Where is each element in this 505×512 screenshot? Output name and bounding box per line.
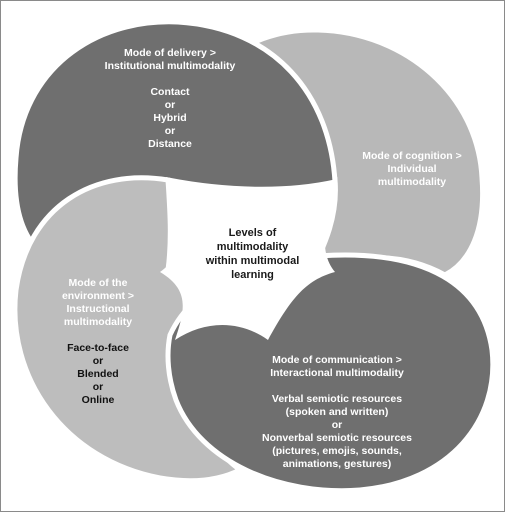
environment-item-blended: Blended — [77, 368, 119, 380]
environment-title-line-4: multimodality — [63, 316, 133, 328]
cognition-title-line-3: multimodality — [377, 176, 447, 188]
delivery-label: Mode of delivery > Institutional multimo… — [80, 47, 260, 151]
center-line-1: Levels of — [228, 227, 277, 239]
delivery-item-hybrid: Hybrid — [153, 112, 187, 124]
environment-item-online: Online — [81, 394, 115, 406]
environment-title-line-2: environment > — [61, 290, 135, 302]
communication-item-verbal: Verbal semiotic resources — [271, 393, 403, 405]
environment-label: Mode of the environment > Instructional … — [38, 277, 158, 407]
center-line-4: learning — [231, 269, 274, 281]
environment-title-line-3: Instructional — [66, 303, 130, 315]
delivery-title-line-2: Institutional multimodality — [104, 60, 236, 72]
center-line-3: within multimodal — [205, 255, 300, 267]
delivery-item-or-2: or — [164, 125, 176, 137]
communication-item-nonverbal: Nonverbal semiotic resources — [262, 432, 412, 444]
delivery-title-line-1: Mode of delivery > — [124, 47, 216, 59]
environment-title-line-1: Mode of the — [68, 277, 128, 289]
communication-item-nonverbal-detail-1: (pictures, emojis, sounds, — [272, 445, 402, 457]
center-area — [160, 180, 335, 340]
environment-item-or-1: or — [92, 355, 104, 367]
delivery-item-distance: Distance — [148, 138, 192, 150]
delivery-item-contact: Contact — [150, 86, 190, 98]
center-label: Levels of multimodality within multimoda… — [195, 226, 310, 282]
communication-item-nonverbal-detail-2: animations, gestures) — [282, 458, 392, 470]
communication-item-or: or — [331, 419, 343, 431]
communication-label: Mode of communication > Interactional mu… — [232, 354, 442, 471]
environment-item-face-to-face: Face-to-face — [67, 342, 129, 354]
cognition-title-line-2: Individual — [387, 163, 437, 175]
communication-item-verbal-detail: (spoken and written) — [285, 406, 389, 418]
cognition-title-line-1: Mode of cognition > — [362, 150, 462, 162]
communication-title-line-2: Interactional multimodality — [270, 367, 404, 379]
center-line-2: multimodality — [216, 241, 289, 253]
cognition-label: Mode of cognition > Individual multimoda… — [344, 150, 480, 189]
communication-title-line-1: Mode of communication > — [272, 354, 402, 366]
delivery-item-or-1: or — [164, 99, 176, 111]
environment-item-or-2: or — [92, 381, 104, 393]
